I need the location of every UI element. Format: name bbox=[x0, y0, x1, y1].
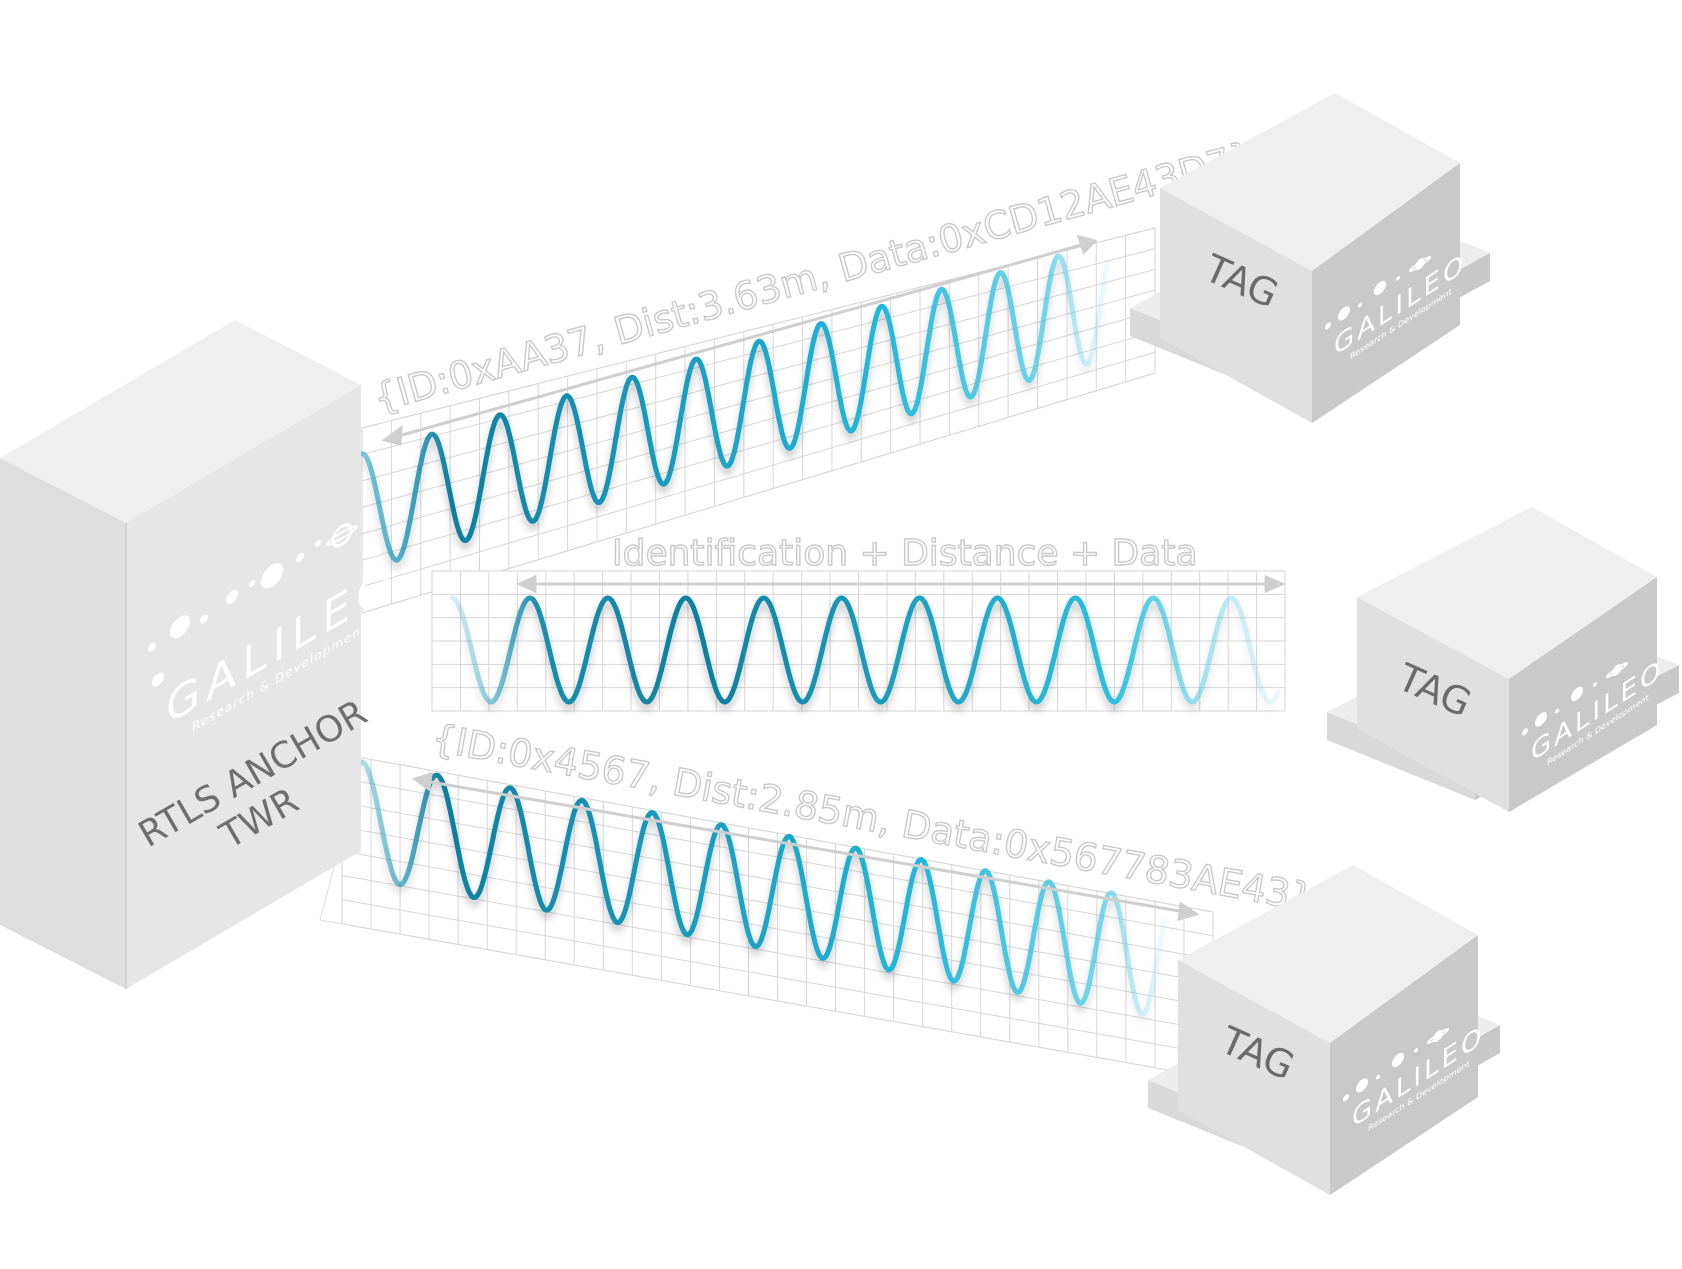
signal-bottom: {ID:0x4567, Dist:2.85m, Data:0x567783AE4… bbox=[319, 715, 1318, 1079]
tag-box-2: TAG GALILEO Research & Development bbox=[1327, 507, 1679, 812]
signal-middle: Identification + Distance + Data bbox=[431, 532, 1286, 712]
tag-3-left-face bbox=[1178, 960, 1330, 1195]
tag-2-left-face bbox=[1357, 597, 1509, 812]
tag-2-top-face bbox=[1357, 507, 1657, 679]
grid-line bbox=[341, 802, 1214, 960]
grid-line bbox=[361, 351, 1156, 588]
signal-bottom-arrow bbox=[411, 771, 1200, 922]
tag-1-right-face bbox=[1312, 163, 1460, 423]
grid-line bbox=[341, 753, 1214, 913]
signal-middle-label: Identification + Distance + Data bbox=[612, 533, 1198, 574]
anchor-left-face bbox=[0, 458, 126, 989]
signal-middle-wave bbox=[449, 595, 1281, 705]
grid-line bbox=[341, 923, 1214, 1079]
grid-line bbox=[341, 899, 1214, 1055]
rtls-anchor-box: GALILEO Research & Development RTLS ANCH… bbox=[0, 320, 397, 989]
signal-top-wave bbox=[359, 253, 1111, 563]
grid-line bbox=[361, 289, 1156, 508]
grid-line bbox=[341, 874, 1214, 1032]
anchor-front-face bbox=[126, 385, 361, 989]
grid-line bbox=[361, 310, 1156, 535]
signal-top-arrow bbox=[381, 234, 1098, 446]
galileo-planets-icon bbox=[1522, 662, 1628, 736]
anchor-top-face bbox=[0, 320, 361, 523]
signal-bottom-wave bbox=[359, 759, 1168, 1017]
grid-line bbox=[361, 268, 1156, 482]
signal-middle-arrow bbox=[516, 574, 1286, 594]
tag-box-1: TAG GALILEO Research & Development bbox=[1130, 93, 1490, 423]
tag-3-top-face bbox=[1178, 865, 1478, 1043]
galileo-planets-icon bbox=[1325, 256, 1431, 330]
tag-3-right-face bbox=[1330, 935, 1478, 1195]
tag-2-right-face bbox=[1509, 577, 1657, 812]
galileo-planets-icon bbox=[1343, 1028, 1449, 1102]
tag-1-top-face bbox=[1160, 93, 1460, 271]
tag-1-left-face bbox=[1160, 188, 1312, 423]
grid-line bbox=[341, 850, 1214, 1008]
